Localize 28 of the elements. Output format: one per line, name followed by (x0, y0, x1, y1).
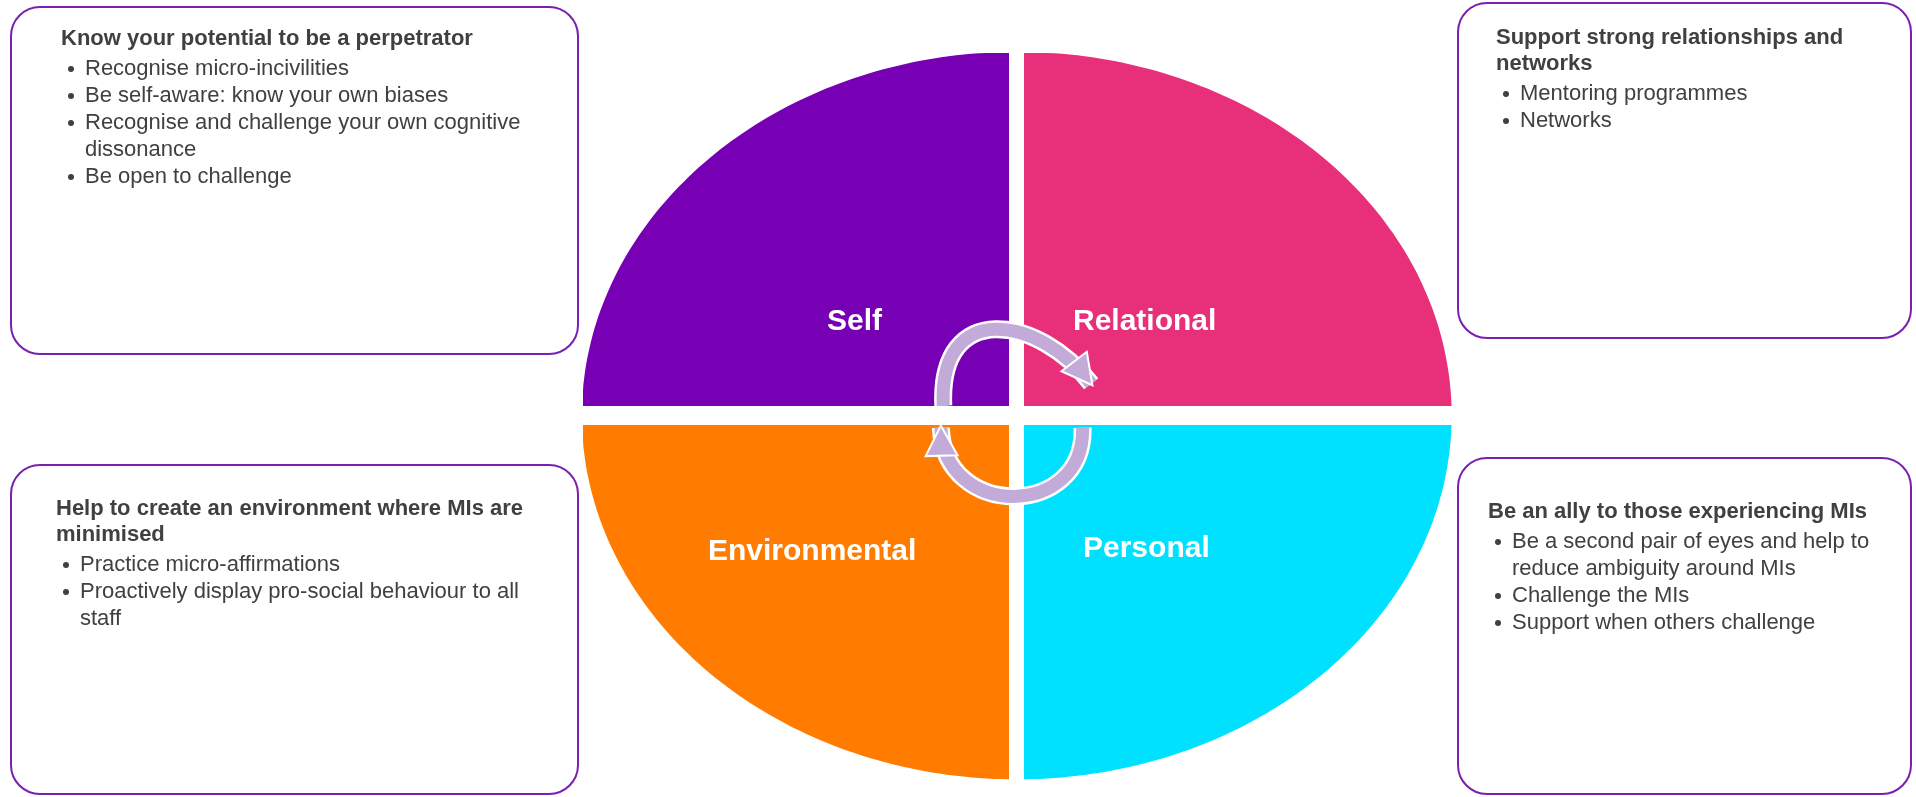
quadrant-label: Relational (1073, 303, 1217, 337)
quadrant (1024, 425, 1452, 782)
quadrant-label: Personal (1083, 530, 1210, 564)
quadrant-label: Environmental (708, 533, 917, 567)
text-card (1457, 2, 1912, 339)
quadrant (583, 425, 1009, 782)
card-heading: Be an ally to those experiencing MIs (1488, 498, 1868, 524)
text-card (1457, 457, 1912, 795)
bullet-point: Challenge the MIs (1488, 581, 1891, 608)
card-heading: Know your potential to be a perpetrator (61, 25, 474, 51)
bullet-point: Networks (1496, 106, 1887, 133)
card-heading: Help to create an environment where MIs are minimised (56, 495, 525, 547)
bullet-point: Support when others challenge (1488, 608, 1891, 635)
quadrant (583, 53, 1009, 406)
text-card (10, 6, 579, 355)
card-heading: Support strong relationships and networks (1496, 24, 1845, 76)
bullet-point: Be open to challenge (61, 162, 538, 189)
bullet-point: Be self-aware: know your own biases (61, 81, 538, 108)
bullet-point: Practice micro-affirmations (56, 550, 533, 577)
bullet-point: Mentoring programmes (1496, 79, 1887, 106)
text-card (10, 464, 579, 795)
quadrant (1024, 53, 1452, 406)
quadrant-label: Self (827, 303, 883, 337)
bullet-point: Be a second pair of eyes and help to reduce ambiguity around MIs (1488, 527, 1891, 581)
curved-arrow (934, 320, 1098, 407)
bullet-point: Recognise and challenge your own cognitive dissonance (61, 108, 538, 162)
bullet-point: Proactively display pro-social behaviour to all staff (56, 577, 533, 631)
bullet-point: Recognise micro-incivilities (61, 54, 538, 81)
